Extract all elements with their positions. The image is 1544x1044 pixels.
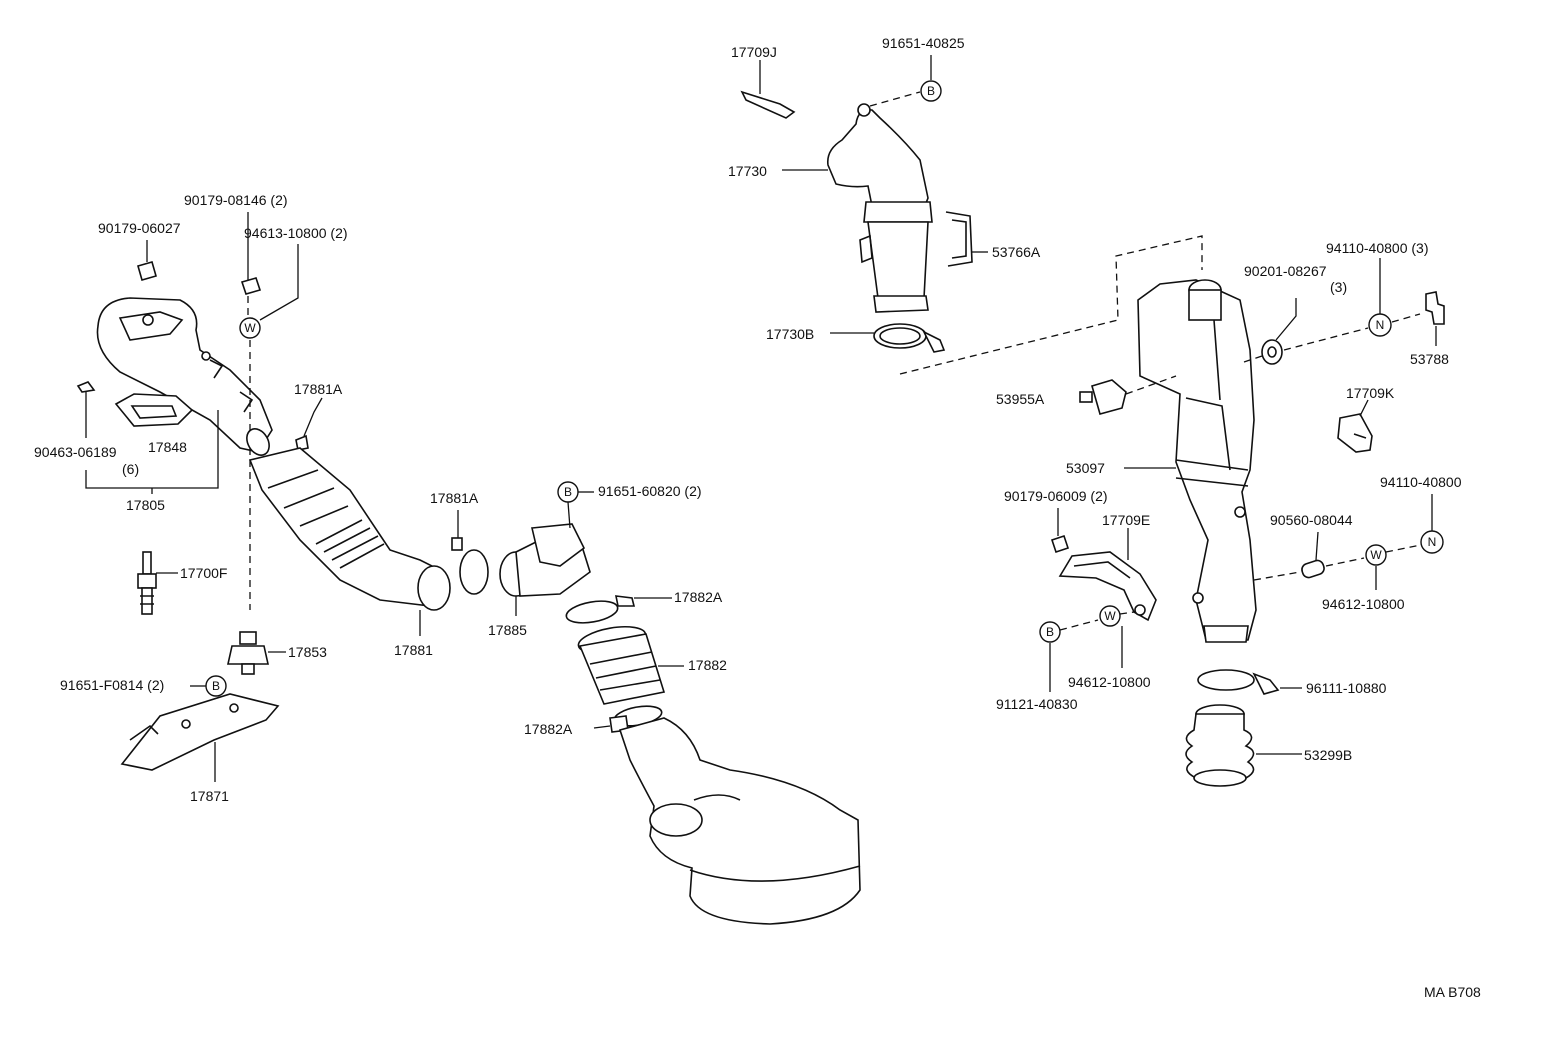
part-53766A-bracket bbox=[945, 211, 973, 267]
part-53299B-boot bbox=[1185, 704, 1255, 787]
label-17709E: 17709E bbox=[1102, 512, 1150, 528]
part-90201-08267-washer bbox=[1261, 339, 1283, 365]
label-53097: 53097 bbox=[1066, 460, 1105, 476]
part-17709J-bracket bbox=[740, 60, 796, 119]
part-90560-08044-spacer bbox=[1301, 559, 1325, 579]
label-17881A-lower: 17881A bbox=[430, 490, 479, 506]
svg-text:N: N bbox=[1428, 535, 1437, 549]
symbol-n-94110-40800-3: N bbox=[1368, 313, 1392, 337]
label-17730: 17730 bbox=[728, 163, 767, 179]
label-90179-06027: 90179-06027 bbox=[98, 220, 181, 236]
part-90179-08146-nut bbox=[240, 277, 262, 295]
part-17871-bracket bbox=[120, 693, 280, 771]
part-17885-elbow-tube bbox=[499, 523, 591, 597]
part-17882A-clamp-upper bbox=[565, 595, 636, 624]
svg-text:B: B bbox=[212, 679, 220, 693]
label-94612-10800-left: 94612-10800 bbox=[1068, 674, 1151, 690]
label-17709K: 17709K bbox=[1346, 385, 1395, 401]
label-91121-40830: 91121-40830 bbox=[996, 696, 1078, 712]
part-17881A-clamp-lower bbox=[451, 537, 489, 595]
label-17882: 17882 bbox=[688, 657, 727, 673]
label-90201-qty: (3) bbox=[1330, 279, 1347, 295]
part-17709K-bracket bbox=[1337, 413, 1373, 453]
label-53788: 53788 bbox=[1410, 351, 1449, 367]
part-53788-clip bbox=[1425, 291, 1445, 325]
label-53299B: 53299B bbox=[1304, 747, 1352, 763]
label-94110-40800: 94110-40800 bbox=[1380, 474, 1462, 490]
part-17881A-clamp-upper bbox=[246, 428, 309, 456]
label-90179-06009: 90179-06009 (2) bbox=[1004, 488, 1108, 504]
symbol-b-91651-60820: B bbox=[557, 481, 579, 503]
svg-text:W: W bbox=[244, 321, 256, 335]
label-17881: 17881 bbox=[394, 642, 433, 658]
symbol-w-94613-10800: W bbox=[239, 317, 261, 339]
part-17805-intake-assembly bbox=[96, 297, 273, 453]
label-17853: 17853 bbox=[288, 644, 327, 660]
part-17848-gasket bbox=[114, 393, 194, 427]
label-17700F: 17700F bbox=[180, 565, 227, 581]
label-90179-08146: 90179-08146 (2) bbox=[184, 192, 288, 208]
label-17882A-upper: 17882A bbox=[674, 589, 723, 605]
svg-text:B: B bbox=[564, 485, 572, 499]
label-94110-40800-3: 94110-40800 (3) bbox=[1326, 240, 1428, 256]
label-17848: 17848 bbox=[148, 439, 187, 455]
part-90179-06009-nut bbox=[1050, 534, 1070, 554]
label-17709J: 17709J bbox=[731, 44, 777, 60]
label-94613-10800: 94613-10800 (2) bbox=[244, 225, 348, 241]
part-53955A-sensor bbox=[1079, 379, 1127, 415]
label-94612-10800-right: 94612-10800 bbox=[1322, 596, 1405, 612]
part-96111-10880-clamp bbox=[1197, 669, 1280, 695]
part-17882-hose bbox=[577, 625, 666, 705]
symbol-n-94110-40800: N bbox=[1420, 530, 1444, 554]
svg-text:B: B bbox=[927, 84, 935, 98]
label-53766A: 53766A bbox=[992, 244, 1041, 260]
label-90463-06189: 90463-06189 bbox=[34, 444, 117, 460]
part-53097-duct bbox=[1137, 279, 1257, 643]
part-90463-06189-clip bbox=[76, 381, 96, 393]
label-53955A: 53955A bbox=[996, 391, 1045, 407]
label-96111-10880: 96111-10880 bbox=[1306, 680, 1387, 696]
diagram-code: MA B708 bbox=[1424, 984, 1481, 1000]
part-90179-06027-nut bbox=[137, 261, 157, 281]
label-91651-F0814: 91651-F0814 (2) bbox=[60, 677, 164, 693]
label-17805: 17805 bbox=[126, 497, 165, 513]
part-17882A-clamp-lower bbox=[609, 705, 663, 733]
svg-text:W: W bbox=[1370, 548, 1382, 562]
part-air-cleaner-case bbox=[618, 717, 861, 925]
part-17881-hose-main bbox=[248, 447, 451, 611]
label-90463-qty: (6) bbox=[122, 461, 139, 477]
part-17700F-sensor bbox=[137, 551, 157, 615]
part-17709E-bracket bbox=[1058, 551, 1157, 622]
svg-text:W: W bbox=[1104, 609, 1116, 623]
label-90201-08267: 90201-08267 bbox=[1244, 263, 1327, 279]
symbol-b-91651-F0814: B bbox=[205, 675, 227, 697]
part-17730B-clamp bbox=[873, 323, 946, 353]
label-17881A-upper: 17881A bbox=[294, 381, 343, 397]
symbol-w-94612-10800-right: W bbox=[1365, 544, 1387, 566]
symbol-w-94612-10800-left: W bbox=[1099, 605, 1121, 627]
label-91651-40825: 91651-40825 bbox=[882, 35, 965, 51]
svg-text:B: B bbox=[1046, 625, 1054, 639]
part-17730-elbow-duct bbox=[826, 103, 933, 313]
label-17882A-lower: 17882A bbox=[524, 721, 573, 737]
label-17730B: 17730B bbox=[766, 326, 814, 342]
label-17871: 17871 bbox=[190, 788, 229, 804]
label-90560-08044: 90560-08044 bbox=[1270, 512, 1353, 528]
symbol-b-91651-40825: B bbox=[920, 80, 942, 102]
label-17885: 17885 bbox=[488, 622, 527, 638]
part-17853-mount bbox=[227, 631, 269, 675]
label-91651-60820: 91651-60820 (2) bbox=[598, 483, 702, 499]
symbol-b-91121-40830: B bbox=[1039, 621, 1061, 643]
svg-text:N: N bbox=[1376, 318, 1385, 332]
